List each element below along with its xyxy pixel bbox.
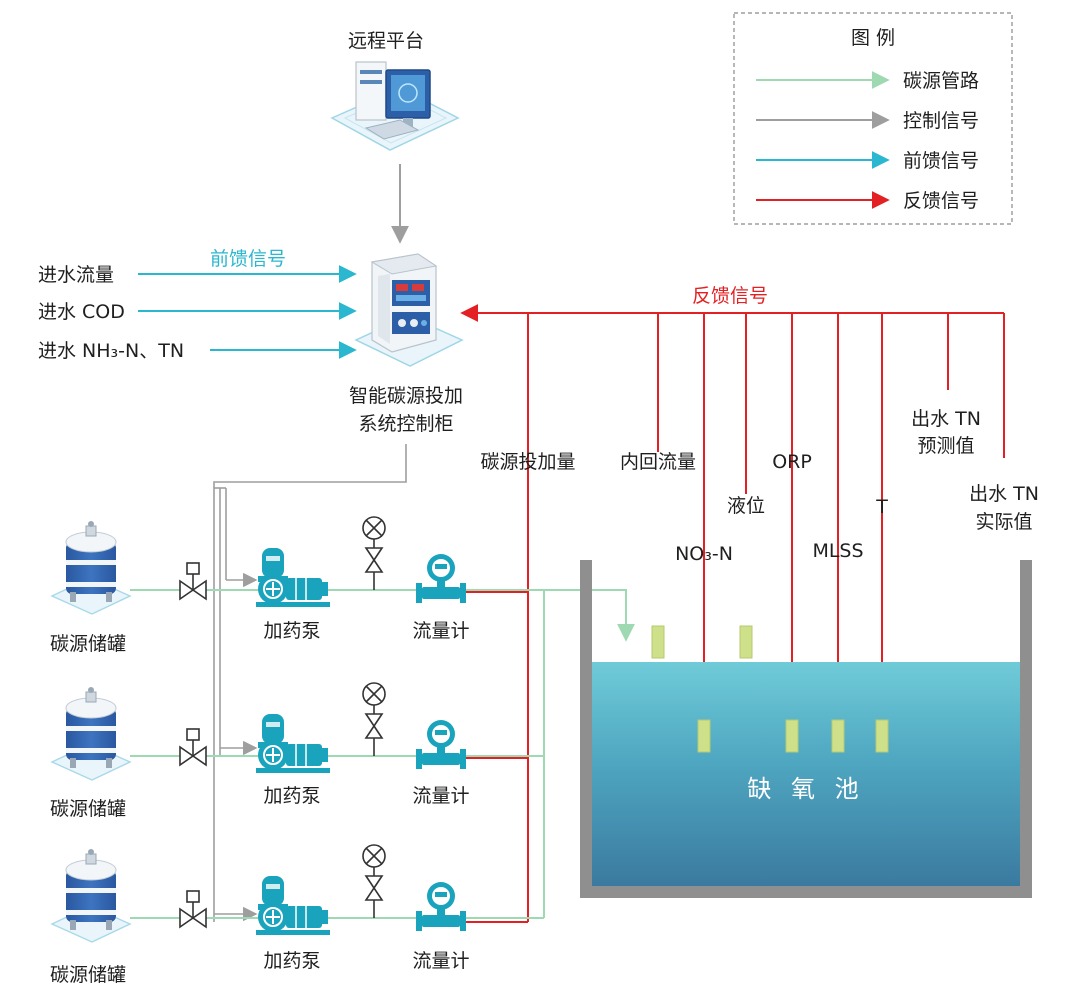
cabinet-label-line2: 系统控制柜 <box>358 413 453 435</box>
legend-control-label: 控制信号 <box>903 110 979 132</box>
flow-meter-icon-2 <box>416 720 466 769</box>
dosing-pump-icon-3 <box>256 876 330 935</box>
pump-label-1: 加药泵 <box>263 620 320 642</box>
platform-label: 远程平台 <box>348 30 424 52</box>
meter-label-2: 流量计 <box>412 785 469 807</box>
signal-tn-pred-line2: 预测值 <box>917 435 974 457</box>
sensor-t <box>875 719 889 753</box>
control-cabinet-icon <box>354 253 464 367</box>
feedforward-input-flow: 进水流量 <box>38 264 114 286</box>
carbon-tank-icon-3 <box>50 849 132 943</box>
carbon-tank-icon-1 <box>50 521 132 615</box>
sensor-mlss <box>831 719 845 753</box>
cabinet-label-line1: 智能碳源投加 <box>349 385 463 407</box>
signal-orp: ORP <box>772 451 812 473</box>
legend-title: 图 例 <box>851 27 895 49</box>
check-valve-icon-1 <box>362 516 386 590</box>
manual-valve-icon-2 <box>179 728 207 767</box>
check-valve-icon-3 <box>362 844 386 918</box>
feedforward-title: 前馈信号 <box>210 248 286 270</box>
tank-label-3: 碳源储罐 <box>50 964 126 986</box>
signal-t: T <box>875 496 888 518</box>
legend-feedforward-label: 前馈信号 <box>903 150 979 172</box>
check-valve-icon-2 <box>362 682 386 756</box>
signal-tn-pred-line1: 出水 TN <box>911 408 981 430</box>
dosing-pump-icon-1 <box>256 548 330 607</box>
pump-label-2: 加药泵 <box>263 785 320 807</box>
computer-icon <box>330 61 460 151</box>
sensor-inner-flow <box>651 625 665 659</box>
control-signal-lines <box>213 444 407 922</box>
manual-valve-icon-1 <box>179 562 207 601</box>
basin-wall <box>580 560 1032 898</box>
signal-tn-act-line1: 出水 TN <box>969 483 1039 505</box>
meter-label-1: 流量计 <box>412 620 469 642</box>
feedforward-input-cod: 进水 COD <box>38 301 125 323</box>
feedforward-input-nh3: 进水 NH₃-N、TN <box>38 340 184 362</box>
legend-pipe-label: 碳源管路 <box>903 70 979 92</box>
anoxic-basin: 缺 氧 池 <box>580 560 1032 898</box>
signal-dose: 碳源投加量 <box>480 451 575 473</box>
tank-label-1: 碳源储罐 <box>50 633 126 655</box>
sensor-no3 <box>697 719 711 753</box>
signal-level: 液位 <box>727 495 765 517</box>
sensors <box>651 625 889 753</box>
tank-label-2: 碳源储罐 <box>50 798 126 820</box>
sensor-level <box>739 625 753 659</box>
flow-meter-icon-1 <box>416 554 466 603</box>
meter-label-3: 流量计 <box>412 950 469 972</box>
basin-label: 缺 氧 池 <box>747 775 864 803</box>
legend-feedback-label: 反馈信号 <box>903 190 979 212</box>
feedback-lines <box>460 304 1005 923</box>
pump-label-3: 加药泵 <box>263 950 320 972</box>
basin-water <box>592 662 1020 886</box>
dosing-rows <box>50 516 466 943</box>
carbon-tank-icon-2 <box>50 687 132 781</box>
manual-valve-icon-3 <box>179 890 207 929</box>
signal-inner-flow: 内回流量 <box>620 451 696 473</box>
legend: 图 例 碳源管路 控制信号 前馈信号 反馈信号 <box>733 12 1013 225</box>
dosing-pump-icon-2 <box>256 714 330 773</box>
signal-mlss: MLSS <box>812 540 863 562</box>
flow-meter-icon-3 <box>416 882 466 931</box>
sensor-orp <box>785 719 799 753</box>
signal-no3: NO₃-N <box>675 543 733 565</box>
signal-tn-act-line2: 实际值 <box>975 511 1032 533</box>
feedback-title: 反馈信号 <box>692 285 768 307</box>
